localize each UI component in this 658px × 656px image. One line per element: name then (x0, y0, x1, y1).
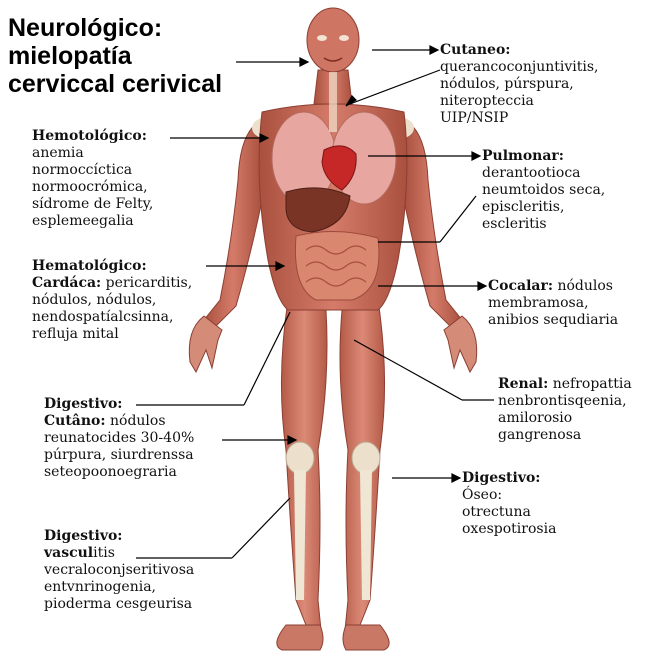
right-leg (340, 300, 389, 650)
label-cocalar-line: anibios sequdiaria (488, 312, 618, 329)
label-renal-heading: Renal: (498, 376, 548, 392)
label-renal-text: nefropattia (553, 376, 632, 392)
label-renal-line: gangrenosa (498, 427, 632, 444)
label-hemotologico-line: anemia (32, 145, 153, 162)
label-hemotologico-heading: Hemotológico: (32, 128, 153, 145)
label-hemotologico-line: normoccíctica (32, 162, 153, 179)
label-digestivo-3-heading: Digestivo: (44, 528, 194, 545)
torso (259, 104, 407, 310)
label-cocalar-first-line: Cocalar: nódulos (488, 278, 618, 295)
label-cocalar-line: membramosa, (488, 295, 618, 312)
label-pulmonar-line: neumtoidos seca, (482, 182, 605, 199)
label-cutaneo-line: querancoconjuntivitis, (440, 59, 598, 76)
label-hematologico-line: refluja mital (32, 326, 192, 343)
label-cutaneo-line: nódulos, púrspura, (440, 76, 598, 93)
label-renal-line: nenbrontisqeenia, (498, 393, 632, 410)
label-cutano-heading: Cutâno: (44, 413, 106, 429)
label-digestivo-1-heading: Digestivo: (44, 396, 194, 413)
label-pulmonar-line: derantootioca (482, 165, 605, 182)
label-hemotologico-line: esplemeegalia (32, 213, 153, 230)
label-pulmonar-line: episcleritis, (482, 199, 605, 216)
label-hematologico-line: nendospatíalcsinna, (32, 309, 192, 326)
label-digestivo-3-line: vecraloconjseritivosa (44, 562, 194, 579)
label-digestivo-3-line: entvnrinogenia, (44, 579, 194, 596)
label-hematologico-first-line: Cardáca: pericarditis, (32, 275, 192, 292)
label-cutaneo-line: niteroptеccia (440, 93, 598, 110)
label-cardiaca-text: pericarditis, (106, 275, 192, 291)
label-digestivo-3: Digestivo: vasculitis vecraloconjseritiv… (44, 528, 194, 613)
label-digestivo-2-line: oxespotirosia (462, 521, 556, 538)
label-cutaneo-line: UIP/NSIP (440, 110, 598, 127)
label-renal: Renal: nefropattia nenbrontisqeenia, ami… (498, 376, 632, 444)
label-digestivo-2: Digestivo: Óseo: otrectuna oxespotirosia (462, 470, 556, 538)
label-hematologico-line: nódulos, nódulos, (32, 292, 192, 309)
label-cocalar: Cocalar: nódulos membramosa, anibios seq… (488, 278, 618, 329)
label-digestivo-3-first-line: vasculitis (44, 545, 194, 562)
label-renal-first-line: Renal: nefropattia (498, 376, 632, 393)
intestines (295, 231, 379, 300)
label-hematologico: Hematológico: Cardáca: pericarditis, nód… (32, 258, 192, 343)
label-digestivo-1: Digestivo: Cutâno: nódulos reunatocides … (44, 396, 194, 481)
label-renal-line: amilorosio (498, 410, 632, 427)
label-digestivo-2-line: otrectuna (462, 504, 556, 521)
label-digestivo-3-line: pioderma cesgeurisa (44, 596, 194, 613)
label-digestivo-1-line: púrpura, siurdrenssa (44, 447, 194, 464)
label-digestivo-2-line: Óseo: (462, 487, 556, 504)
label-cutaneo: Cutaneo: querancoconjuntivitis, nódulos,… (440, 42, 598, 127)
label-cutaneo-heading: Cutaneo: (440, 42, 598, 59)
label-vasculitis-heading: vascul (44, 545, 93, 561)
label-cutano-text: nódulos (110, 413, 166, 429)
label-pulmonar: Pulmonar: derantootioca neumtoidos seca,… (482, 148, 605, 233)
label-hemotologico-line: normoocrómica, (32, 179, 153, 196)
label-digestivo-2-heading: Digestivo: (462, 470, 556, 487)
label-digestivo-1-first-line: Cutâno: nódulos (44, 413, 194, 430)
label-cocalar-heading: Cocalar: (488, 278, 553, 294)
left-leg (277, 300, 327, 650)
label-hematologico-heading: Hematológico: (32, 258, 192, 275)
label-vasculitis-text: itis (93, 545, 115, 561)
label-pulmonar-heading: Pulmonar: (482, 148, 605, 165)
label-hemotologico-line: sídrome de Felty, (32, 196, 153, 213)
label-pulmonar-line: escleritis (482, 216, 605, 233)
label-cardiaca-heading: Cardáca: (32, 275, 101, 291)
label-hemotologico: Hemotológico: anemia normoccíctica normo… (32, 128, 153, 230)
label-digestivo-1-line: reunatocides 30-40% (44, 430, 194, 447)
label-digestivo-1-line: seteopoonoegraria (44, 464, 194, 481)
label-cocalar-text: nódulos (557, 278, 613, 294)
